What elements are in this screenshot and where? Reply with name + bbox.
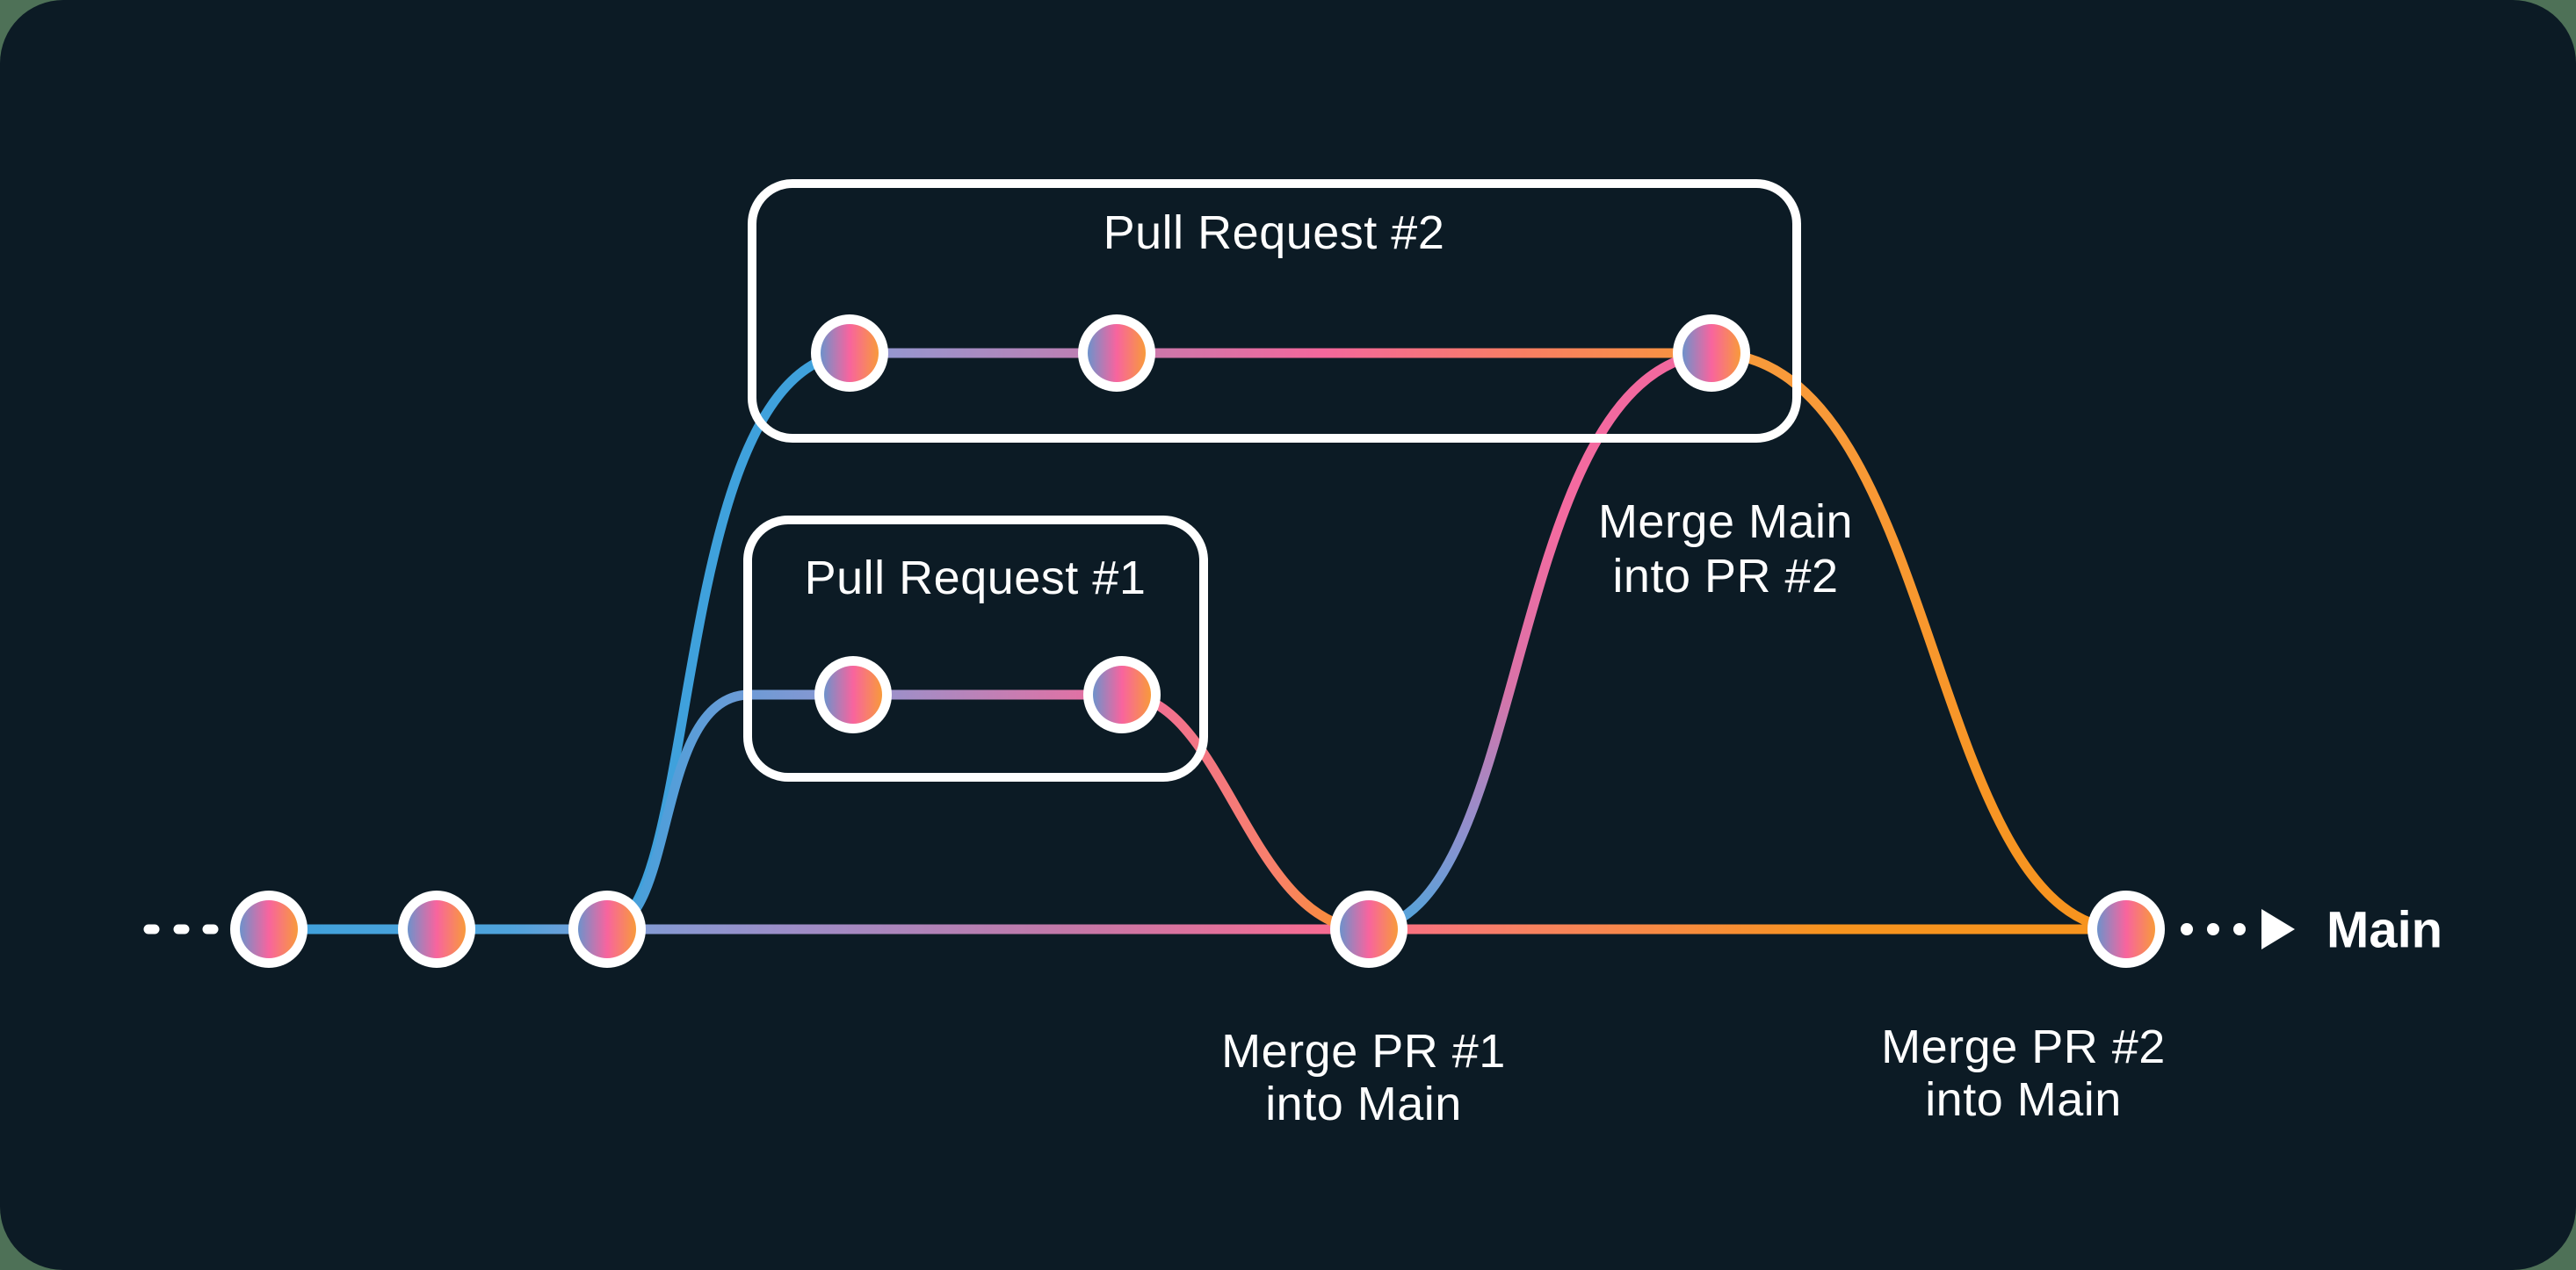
commit-node-core — [1682, 324, 1740, 382]
arrow-right-icon — [2261, 909, 2295, 949]
merge-main-into-pr2-curve — [1364, 348, 1717, 934]
pr1-box — [743, 516, 1208, 782]
commit-node-core — [240, 900, 298, 958]
commit-node-core — [1093, 666, 1151, 724]
pr2-box-title: Pull Request #2 — [1103, 206, 1445, 259]
continuation-dots — [2181, 923, 2246, 935]
merge-main-into-pr2-label-line2: into PR #2 — [1612, 550, 1838, 603]
main-branch-label: Main — [2326, 901, 2442, 958]
commit-node-pr2-merge-main — [1673, 314, 1750, 392]
commit-node-pr2-1 — [811, 314, 888, 392]
commit-node-main-1 — [230, 891, 308, 968]
commit-node-core — [1088, 324, 1146, 382]
continuation-dot — [2181, 923, 2193, 935]
merge-pr2-into-main-label-line2: into Main — [1925, 1073, 2122, 1126]
commit-node-branch-point — [568, 891, 646, 968]
commit-node-pr2-2 — [1078, 314, 1155, 392]
continuation-dot — [2207, 923, 2219, 935]
commit-node-core — [578, 900, 636, 958]
merge-pr1-into-main-label-line1: Merge PR #1 — [1221, 1025, 1506, 1078]
pr1-box-title: Pull Request #1 — [805, 552, 1147, 604]
merge-pr2-into-main-label-line1: Merge PR #2 — [1881, 1021, 2166, 1073]
commit-node-core — [408, 900, 466, 958]
pr2-box — [748, 179, 1801, 443]
commit-node-pr1-1 — [814, 656, 892, 733]
commit-node-merge-pr2 — [2088, 891, 2165, 968]
merge-main-into-pr2-label-line1: Merge Main — [1598, 495, 1853, 548]
commit-node-main-2 — [398, 891, 475, 968]
commit-node-core — [1340, 900, 1398, 958]
commit-node-core — [824, 666, 882, 724]
continuation-dot — [2233, 923, 2246, 935]
merge-pr1-into-main-label-line2: into Main — [1265, 1078, 1462, 1130]
commit-node-merge-pr1 — [1330, 891, 1407, 968]
commit-node-pr1-2 — [1083, 656, 1161, 733]
commit-node-core — [821, 324, 879, 382]
commit-node-core — [2097, 900, 2155, 958]
